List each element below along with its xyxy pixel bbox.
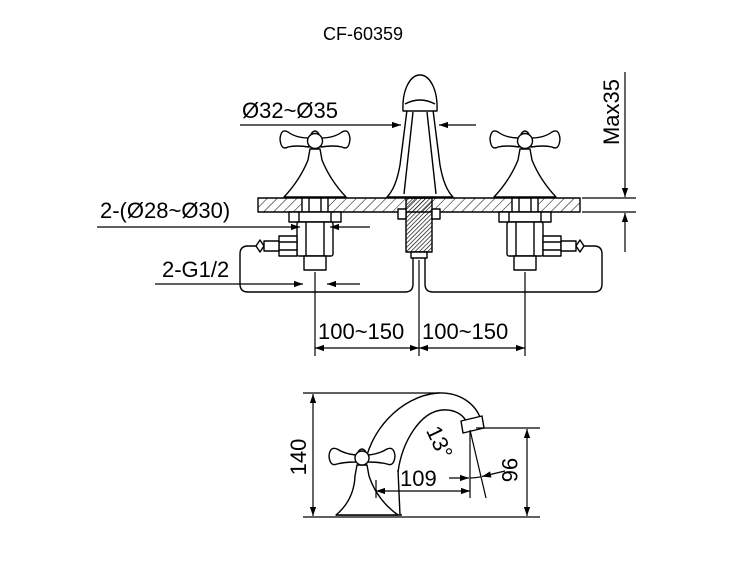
lock-nut [288,211,342,223]
dimension-label: 140 [286,439,311,476]
valve-body [296,221,334,257]
dimension-spout-hole: Ø32~Ø35 [240,98,476,129]
spout-shade-line [426,111,437,195]
spout-side-outer [363,392,482,471]
handle-body [335,464,399,516]
side-view: 140 96 109 13° [286,392,540,518]
inlet-fitting [575,239,585,253]
handle-hub [516,132,534,150]
inlet-nut [278,235,298,257]
dimension-label: 2-(Ø28~Ø30) [100,198,230,223]
dimension-label: Max35 [599,79,624,145]
dimension-label: 109 [400,466,437,491]
dimension-inlet-thread: 2-G1/2 [155,257,360,288]
handle-body [283,148,347,198]
spout-outlet-edge [404,99,436,105]
valve-shank [511,197,539,213]
dimension-label: 13° [421,422,458,463]
angle-arc [469,476,481,479]
valve-shank [301,197,329,213]
right-cross-handle [489,130,561,198]
spout-body [386,109,454,198]
dimension-label: 2-G1/2 [162,257,229,282]
inlet-fitting [255,239,265,253]
spout-shank [397,197,441,259]
right-hose [424,245,603,293]
left-hose [239,245,414,293]
handle-arm [489,130,520,149]
model-number: CF-60359 [323,24,403,44]
dimension-label: Ø32~Ø35 [242,98,338,123]
dimension-spout-reach: 109 [375,432,471,498]
dimension-spacing: 100~150 100~150 [314,260,526,356]
valve-outlet [303,255,327,271]
handle-cap [357,448,367,453]
handle-arm [279,130,310,149]
inlet-tube [560,240,577,252]
shank-nut-right [431,208,441,220]
dimension-label: 96 [497,458,522,482]
spout-head [402,74,438,112]
spout-shade-line [403,111,414,195]
handle-arm [367,447,396,466]
handle-arm [320,130,351,149]
handle-body [493,148,557,198]
shank-nut-left [397,208,407,220]
valve-outlet [513,255,537,271]
handle-arm [328,447,357,466]
left-cross-handle [279,130,351,198]
front-view: Ø32~Ø35 Max35 2-(Ø28~Ø30) 2-G1/2 [97,72,636,356]
angle-arrow [481,470,506,478]
handle-hub [354,450,370,466]
inlet-tube [263,240,280,252]
spout-front [386,74,454,198]
valve-body [506,221,544,257]
dimension-overall-height: 140 [286,392,540,518]
side-cross-handle [328,447,399,516]
handle-arm [530,130,561,149]
dimension-label: 100~150 [318,319,404,344]
handle-hub [306,132,324,150]
left-valve [255,197,342,271]
dimension-handle-holes: 2-(Ø28~Ø30) [97,198,370,231]
lock-nut [498,211,552,223]
handle-cap [310,130,320,135]
spout-side-inner [397,409,467,473]
dimension-counter-thickness: Max35 [582,72,636,252]
inlet-nut [542,235,562,257]
right-valve [498,197,585,271]
dimension-label: 100~150 [422,319,508,344]
dimension-spout-height: 96 [476,427,540,516]
handle-cap [520,130,530,135]
angle-reference-line [469,429,487,499]
threaded-rod [405,197,433,253]
shank-tube [410,251,428,259]
